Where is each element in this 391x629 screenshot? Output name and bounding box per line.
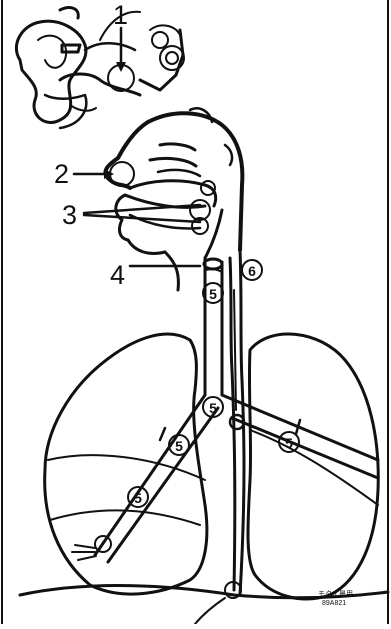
- circle-5-c-label: 5: [175, 438, 183, 454]
- bronchi: [72, 395, 378, 562]
- trachea: [204, 258, 222, 395]
- label-2: 2: [54, 159, 69, 189]
- circle-5-b-label: 5: [209, 400, 217, 416]
- circle-5-a-label: 5: [209, 286, 217, 302]
- label-1-arrowhead: [116, 62, 126, 72]
- esophagus-lower: [195, 598, 225, 624]
- circle-6-label: 6: [248, 263, 256, 279]
- label-4: 4: [110, 260, 125, 290]
- label-3: 3: [62, 200, 77, 230]
- label-3-arrow-a: [84, 205, 200, 213]
- circle-5-e-label: 5: [285, 435, 293, 451]
- circle-5-d-label: 5: [134, 490, 142, 506]
- circle-5-markers: 5 5 5 5 5: [128, 283, 299, 507]
- label-1: 1: [113, 0, 128, 30]
- corner-mark-line-1: モタイ晨用: [318, 589, 353, 598]
- right-lung: [248, 334, 378, 599]
- left-lung: [45, 334, 207, 594]
- ear-region: [16, 8, 184, 128]
- corner-mark-line-2: 89A821: [322, 600, 346, 607]
